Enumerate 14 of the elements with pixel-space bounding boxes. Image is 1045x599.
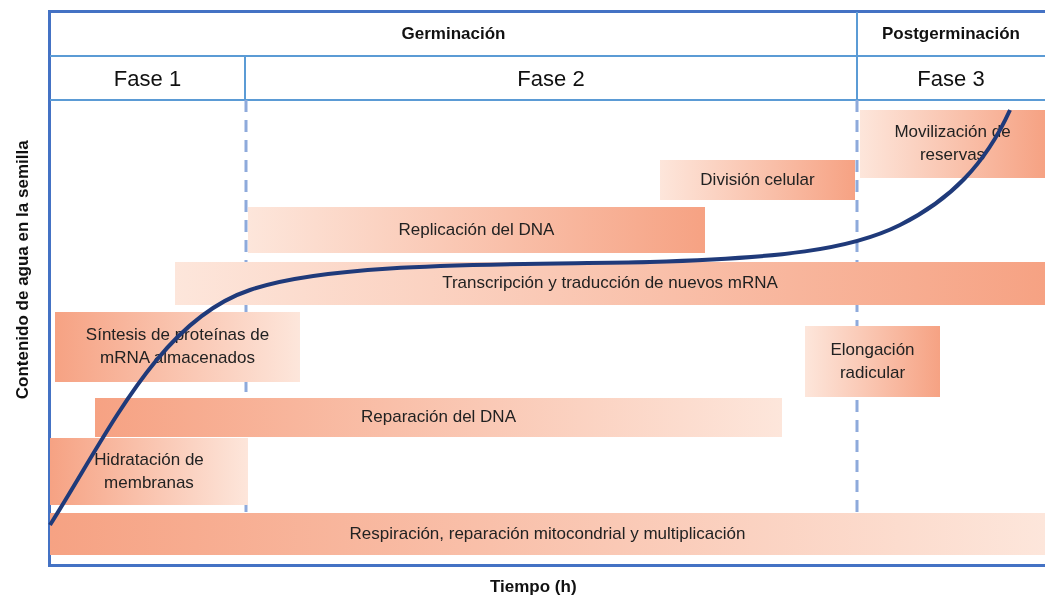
process-bar: Hidratación de membranas <box>50 438 248 505</box>
process-bar: Respiración, reparación mitocondrial y multiplicación <box>50 513 1045 555</box>
process-bar: División celular <box>660 160 855 200</box>
stage-header: Postgerminación <box>857 12 1045 56</box>
process-bar: Reparación del DNA <box>95 398 782 437</box>
y-axis-label: Contenido de agua en la semilla <box>11 140 33 400</box>
phase-header: Fase 2 <box>245 56 857 100</box>
phase-header: Fase 1 <box>50 56 245 100</box>
x-axis-label: Tiempo (h) <box>490 576 577 598</box>
process-bar: Transcripción y traducción de nuevos mRNA <box>175 262 1045 305</box>
stage-header: Germinación <box>50 12 857 56</box>
phase-header: Fase 3 <box>857 56 1045 100</box>
process-bar: Elongación radicular <box>805 326 940 397</box>
process-bar: Replicación del DNA <box>248 207 705 253</box>
